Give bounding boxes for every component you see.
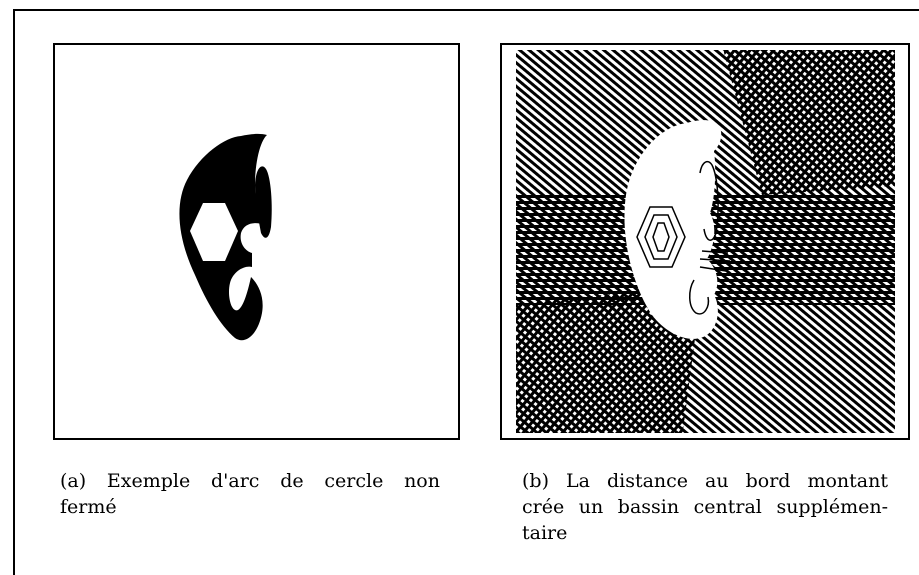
upper-hook <box>255 166 272 238</box>
arc-shape-figure <box>179 133 272 341</box>
figure-frame <box>13 9 919 575</box>
caption-b-line-1: (b) La distance au bord montant <box>522 470 888 492</box>
panel-b-image <box>500 43 910 440</box>
caption-a-line-1: (a) Exemple d'arc de cercle non <box>60 470 440 492</box>
hexagon-hole <box>190 203 238 261</box>
caption-b: (b) La distance au bord montant crée un … <box>522 468 888 546</box>
caption-b-line-3: taire <box>522 522 568 544</box>
distance-map-figure <box>516 50 895 433</box>
caption-b-line-2: crée un bassin central supplémen- <box>522 496 888 518</box>
basin-region <box>624 120 722 339</box>
hook-contours <box>689 160 731 315</box>
caption-a-label: (a) <box>60 470 87 492</box>
caption-a: (a) Exemple d'arc de cercle non fermé <box>60 468 440 520</box>
central-basin <box>636 206 686 268</box>
panel-a-image <box>53 43 460 440</box>
caption-a-line-2: fermé <box>60 496 117 518</box>
caption-b-label: (b) <box>522 470 549 492</box>
